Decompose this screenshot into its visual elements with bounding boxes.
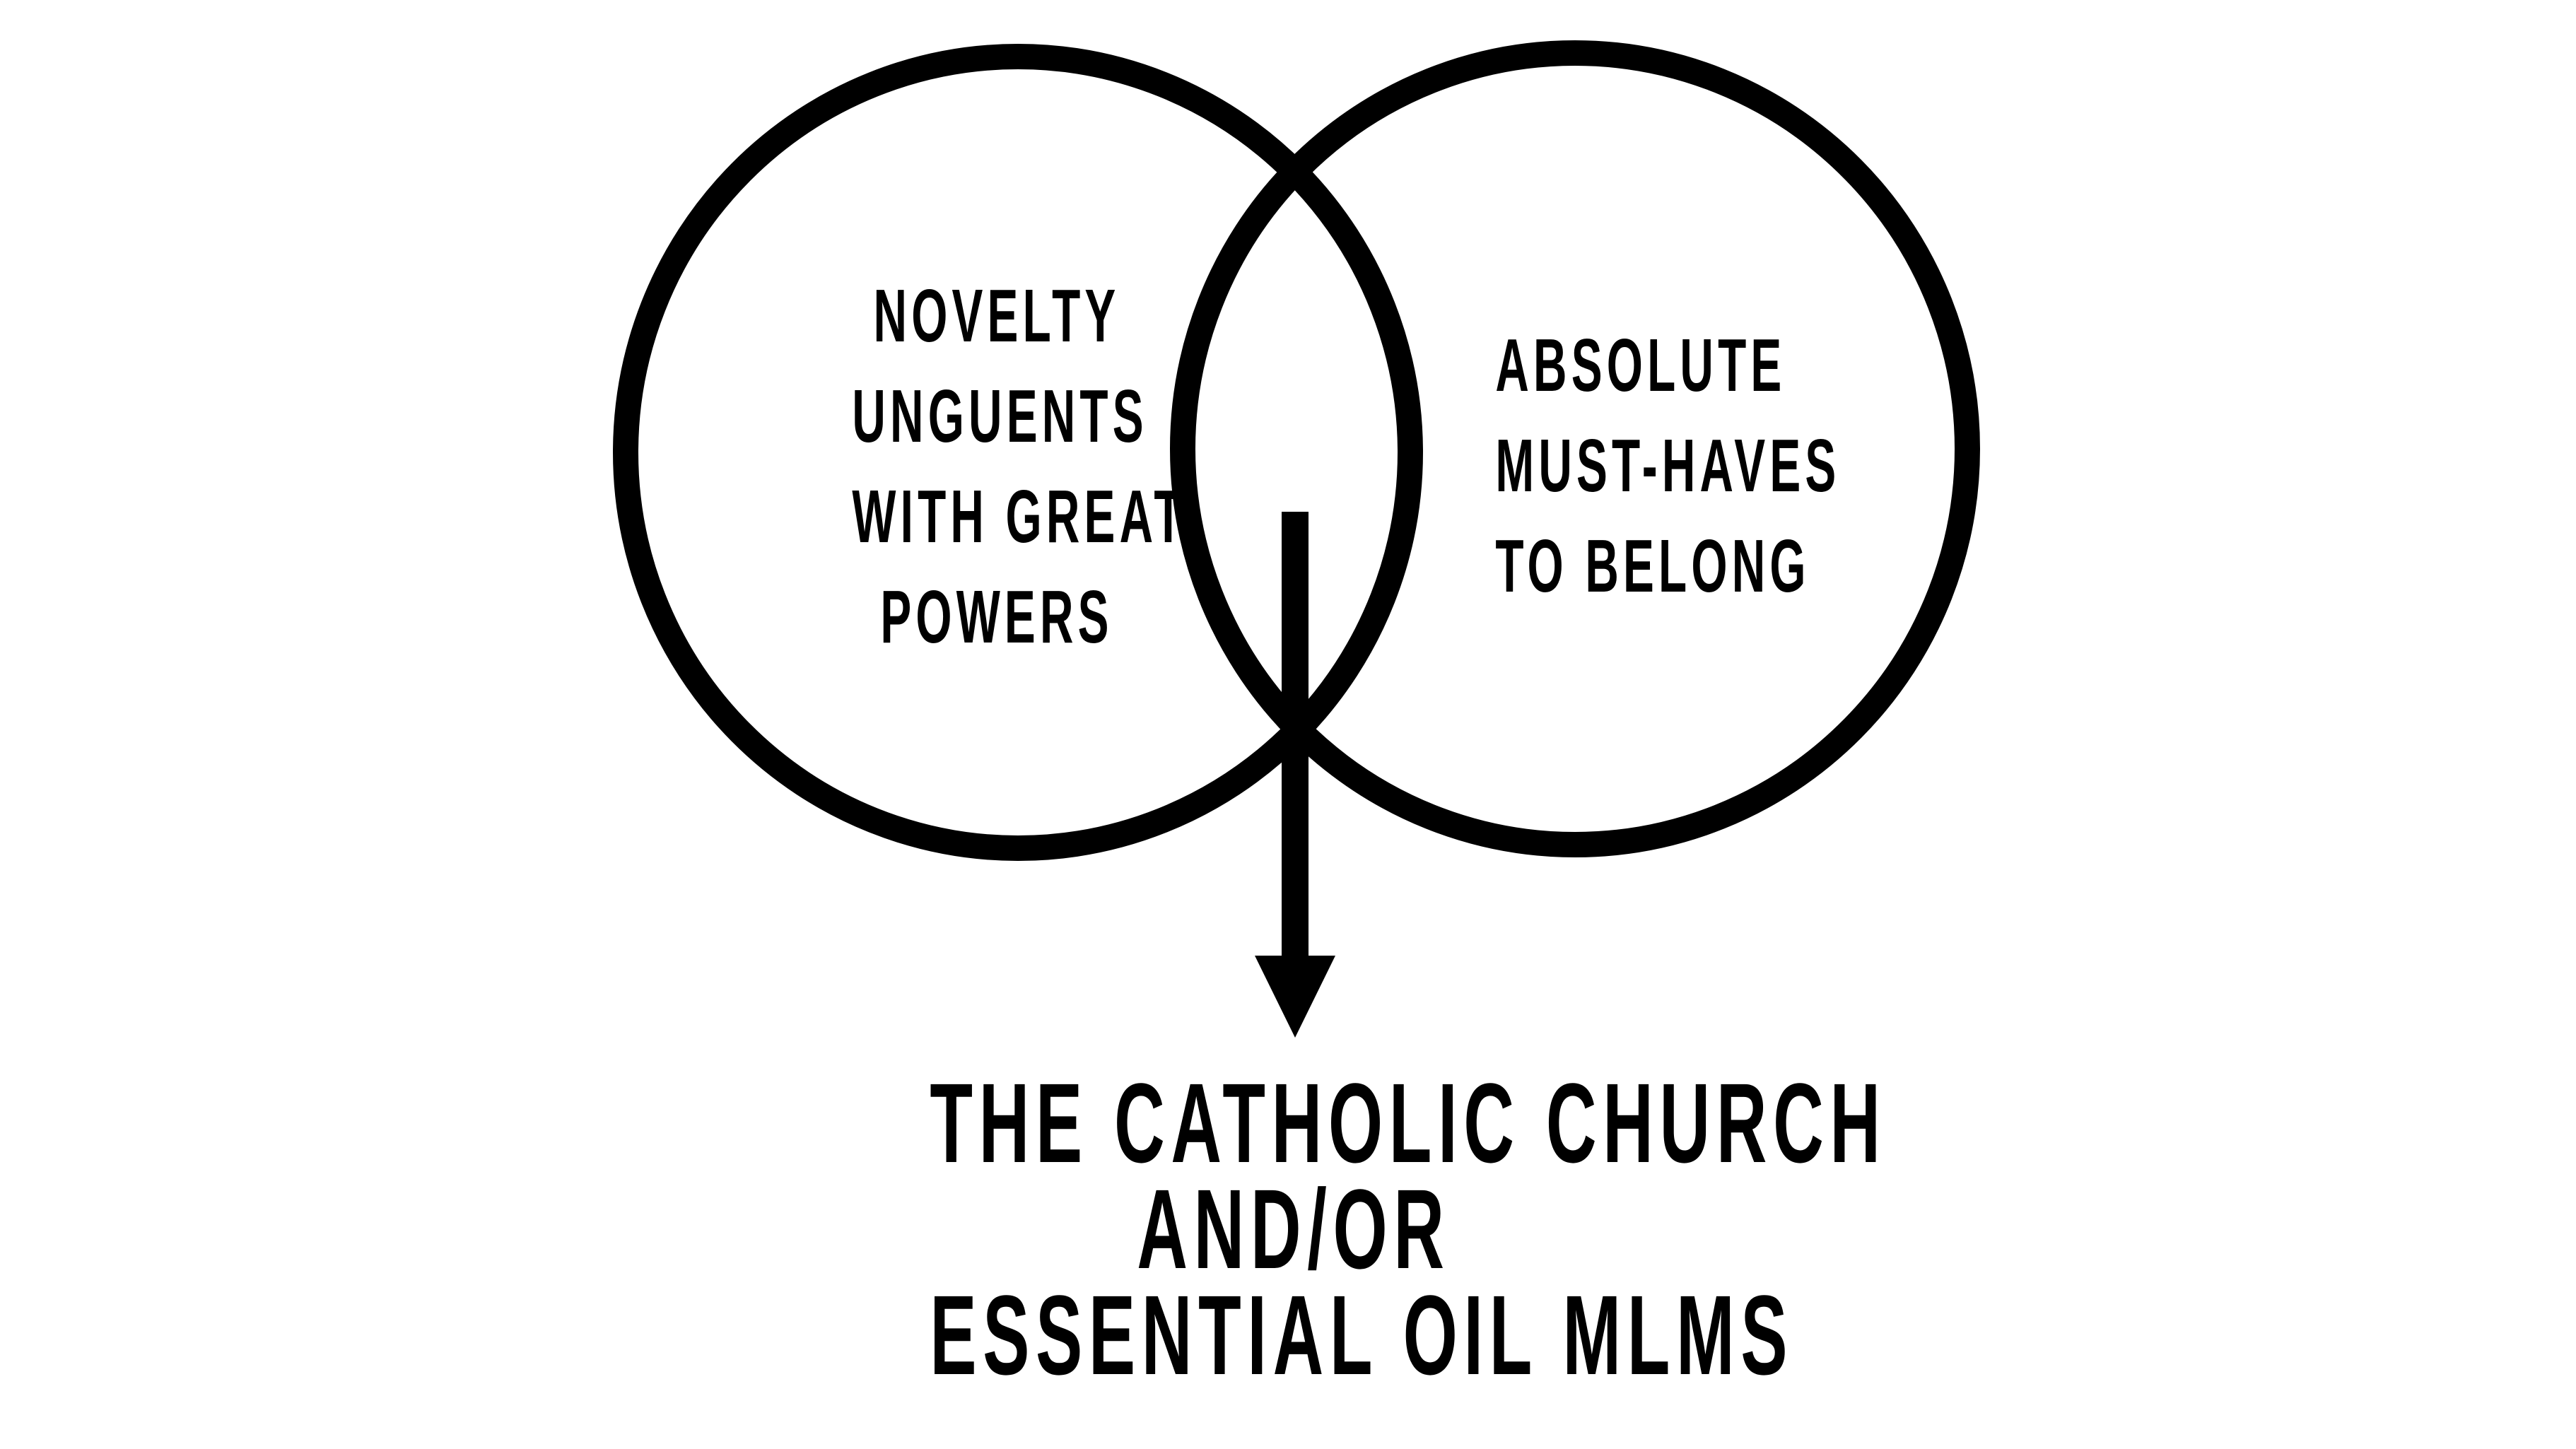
left-set-label: NOVELTY UNGUENTS WITH GREAT POWERS — [852, 266, 1187, 667]
left-set-label-line: WITH GREAT — [852, 475, 1187, 558]
left-set-label-line: POWERS — [880, 575, 1113, 659]
arrow-head — [1255, 956, 1335, 1038]
right-set-label-line: TO BELONG — [1495, 524, 1810, 608]
right-set-label: ABSOLUTE MUST-HAVES TO BELONG — [1495, 315, 1841, 616]
result-label-line: THE CATHOLIC CHURCH — [930, 1060, 1887, 1186]
right-set-circle — [1170, 40, 1980, 857]
result-label-line: AND/OR — [1137, 1166, 1451, 1292]
result-label-line: ESSENTIAL OIL MLMS — [930, 1272, 1794, 1398]
left-set-label-line: NOVELTY — [873, 274, 1120, 358]
left-set-circle — [613, 44, 1423, 861]
intersection-result-label: THE CATHOLIC CHURCH AND/OR ESSENTIAL OIL… — [930, 1060, 1887, 1398]
right-set-label-line: MUST-HAVES — [1495, 424, 1841, 508]
right-set-label-line: ABSOLUTE — [1495, 324, 1786, 407]
left-set-label-line: UNGUENTS — [852, 375, 1148, 458]
